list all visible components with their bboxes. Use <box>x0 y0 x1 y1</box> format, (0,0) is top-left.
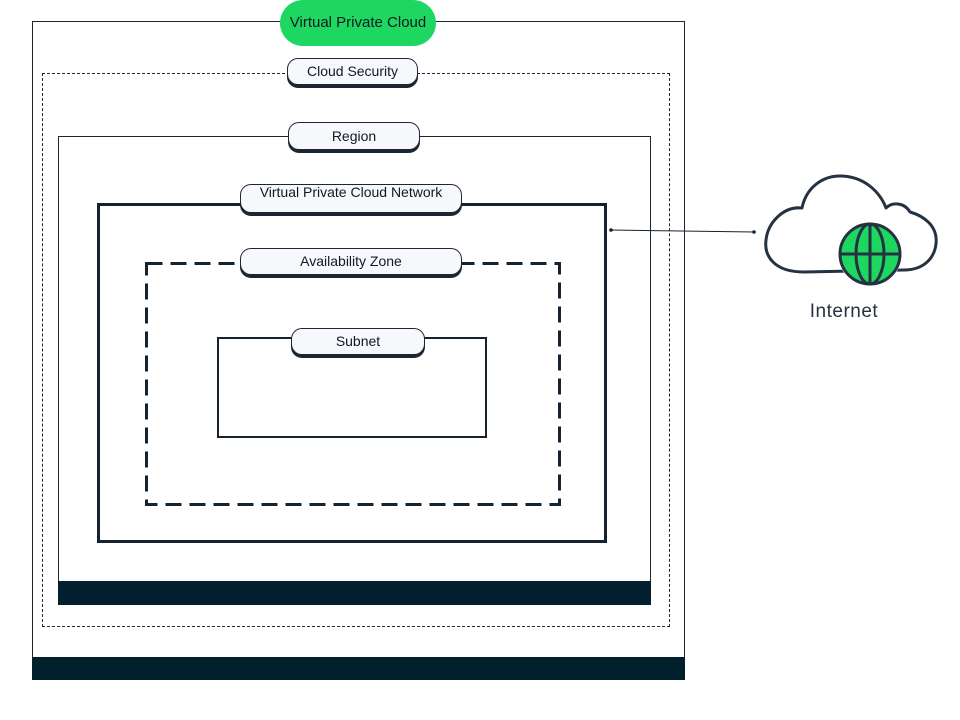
region-footer-bar <box>58 581 651 605</box>
vpc-network-label: Virtual Private Cloud Network <box>240 184 462 213</box>
internet-label: Internet <box>809 301 879 322</box>
region-label: Region <box>288 122 420 150</box>
vpc-title-pill: Virtual Private Cloud <box>280 0 436 46</box>
cloud-globe-icon <box>764 172 940 292</box>
vpc-footer-bar <box>32 657 685 680</box>
cloud-security-label: Cloud Security <box>287 58 418 85</box>
subnet-label: Subnet <box>291 328 425 355</box>
availability-zone-label: Availability Zone <box>240 248 462 275</box>
